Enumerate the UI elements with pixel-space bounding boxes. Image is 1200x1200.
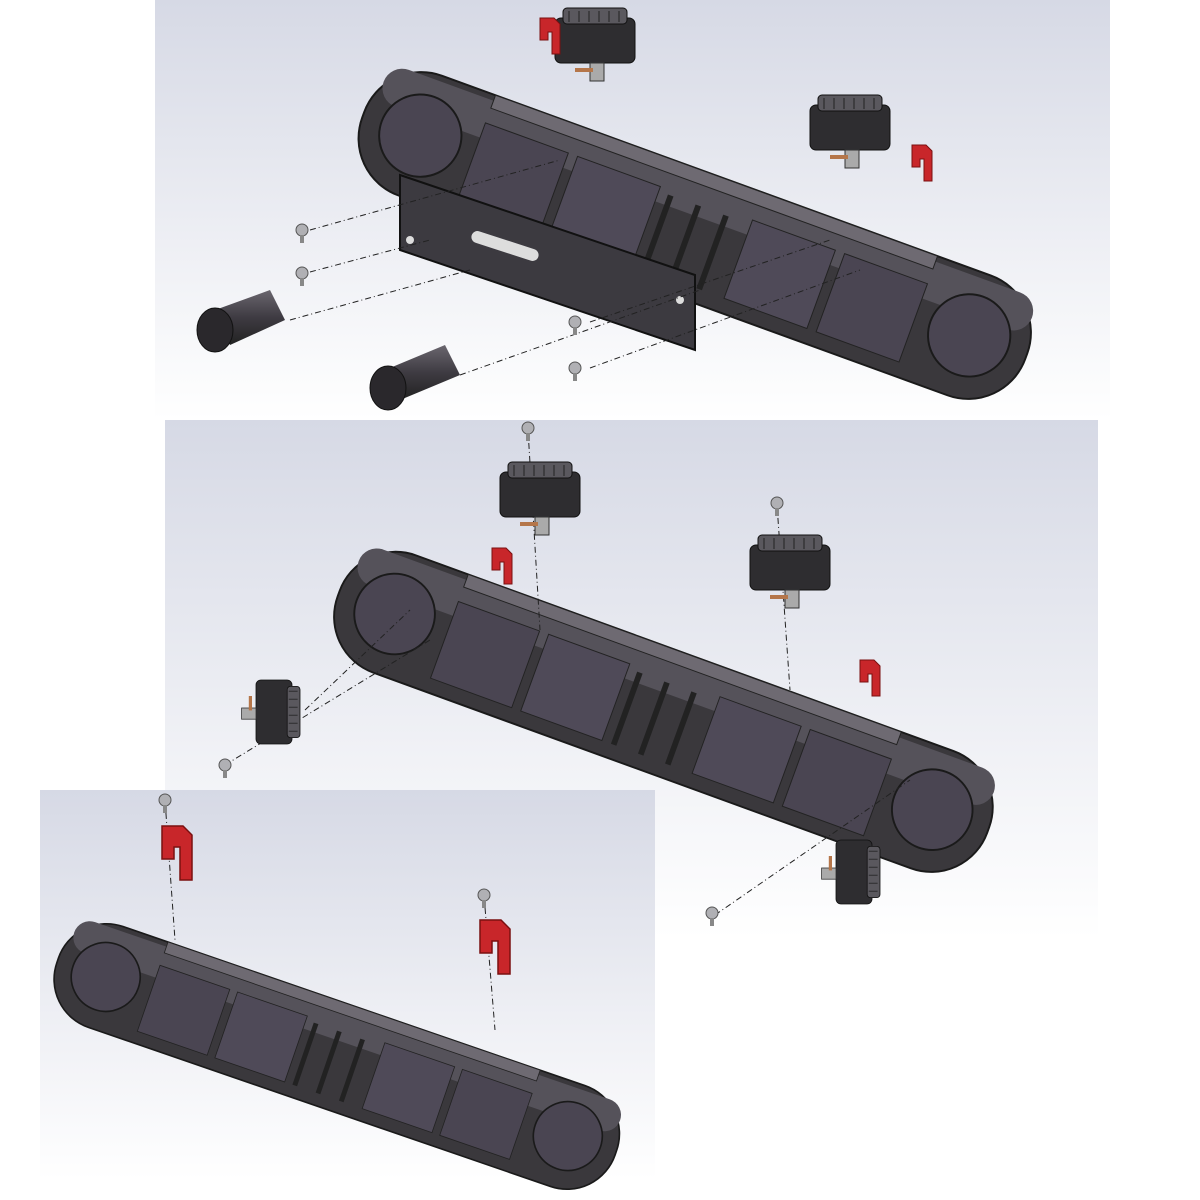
dashed-guide-lines [289, 159, 861, 376]
cylinder-spacer [196, 290, 285, 353]
step-3-assembly [39, 793, 635, 1200]
dashed-guide-lines [164, 799, 496, 1031]
mounting-plate [399, 173, 696, 352]
step-2-assembly [218, 421, 1011, 927]
cylinder-spacer [369, 345, 460, 411]
step-1-assembly [196, 7, 1050, 418]
